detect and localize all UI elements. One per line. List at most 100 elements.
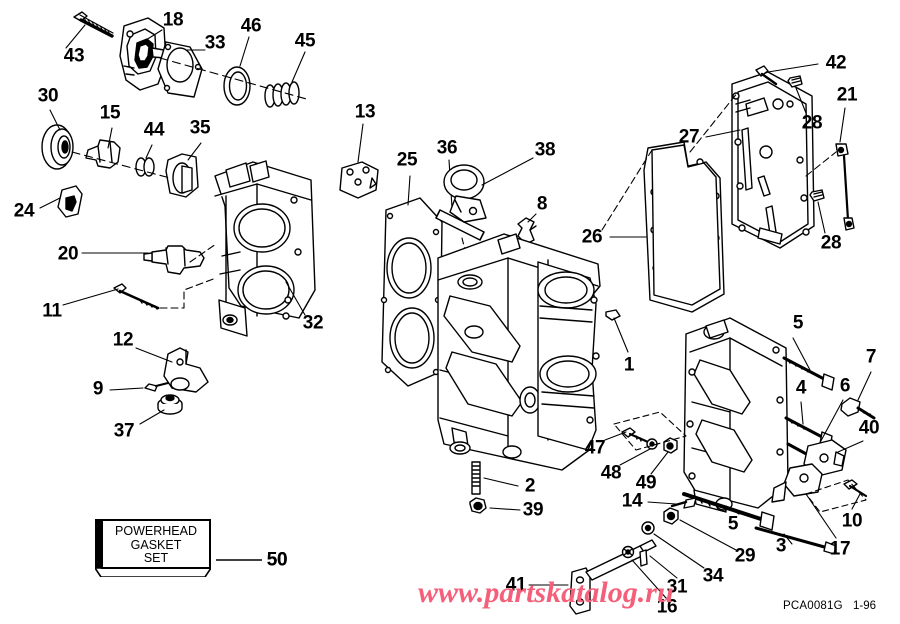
callout-number-34[interactable]: 34 bbox=[702, 565, 724, 587]
callout-number-33[interactable]: 33 bbox=[204, 32, 226, 54]
lower-crankcase bbox=[683, 317, 789, 513]
part-5-bolt-upper bbox=[782, 356, 835, 391]
callout-number-37[interactable]: 37 bbox=[113, 420, 135, 442]
callout-number-40[interactable]: 40 bbox=[858, 417, 880, 439]
callout-number-5[interactable]: 5 bbox=[727, 513, 739, 535]
cylinder-bores bbox=[537, 261, 600, 451]
callout-number-42[interactable]: 42 bbox=[825, 52, 847, 74]
part-27-cover bbox=[731, 71, 815, 249]
part-47-bolt bbox=[621, 427, 650, 444]
part-16-washer bbox=[621, 545, 635, 559]
part-28-grommet-lower bbox=[809, 189, 825, 202]
callout-number-30[interactable]: 30 bbox=[37, 85, 59, 107]
part-39-nut bbox=[469, 497, 487, 514]
callout-number-14[interactable]: 14 bbox=[621, 490, 643, 512]
part-31-bolt bbox=[639, 549, 648, 567]
part-43-bolt bbox=[73, 11, 114, 38]
callout-number-10[interactable]: 10 bbox=[841, 510, 863, 532]
callout-number-25[interactable]: 25 bbox=[396, 149, 418, 171]
callout-number-46[interactable]: 46 bbox=[240, 15, 262, 37]
part-42-bolt bbox=[755, 65, 778, 86]
callout-number-31[interactable]: 31 bbox=[666, 576, 688, 598]
part-33-gasket bbox=[157, 41, 203, 98]
part-30-seal bbox=[41, 124, 74, 170]
callout-number-45[interactable]: 45 bbox=[294, 30, 316, 52]
gasket-box-bottom-face bbox=[95, 568, 211, 577]
part-14-fastener bbox=[670, 497, 697, 509]
gasket-box-line-2: GASKET bbox=[130, 537, 182, 552]
callout-number-38[interactable]: 38 bbox=[534, 139, 556, 161]
part-46-oring bbox=[223, 66, 251, 106]
part-37-grommet bbox=[157, 394, 183, 415]
part-34-washer bbox=[641, 521, 655, 535]
callout-number-9[interactable]: 9 bbox=[92, 378, 104, 400]
callout-number-3[interactable]: 3 bbox=[775, 535, 787, 557]
part-25-head-gasket bbox=[380, 197, 443, 387]
callout-number-47[interactable]: 47 bbox=[584, 437, 606, 459]
part-49-nut bbox=[663, 437, 678, 454]
callout-number-50[interactable]: 50 bbox=[266, 549, 288, 571]
powerhead-gasket-set-box: POWERHEAD GASKET SET bbox=[95, 519, 213, 577]
part-35-cap bbox=[165, 153, 199, 198]
part-29-nut bbox=[663, 507, 679, 525]
part-8-fitting bbox=[517, 217, 537, 245]
callout-number-27[interactable]: 27 bbox=[678, 126, 700, 148]
part-21-link-rod bbox=[835, 143, 855, 231]
callout-number-11[interactable]: 11 bbox=[42, 300, 62, 322]
callout-number-16[interactable]: 16 bbox=[656, 596, 678, 618]
drawing-code: PCA0081G bbox=[783, 600, 843, 612]
callout-number-41[interactable]: 41 bbox=[505, 574, 527, 596]
callout-number-28[interactable]: 28 bbox=[820, 232, 842, 254]
part-36-dowel bbox=[435, 209, 485, 241]
callout-number-13[interactable]: 13 bbox=[354, 101, 376, 123]
callout-number-44[interactable]: 44 bbox=[143, 119, 165, 141]
callout-number-2[interactable]: 2 bbox=[524, 475, 536, 497]
callout-number-5[interactable]: 5 bbox=[792, 312, 804, 334]
part-3-rod bbox=[754, 526, 837, 555]
part-26-gasket bbox=[643, 141, 725, 313]
callout-number-29[interactable]: 29 bbox=[734, 545, 756, 567]
callout-number-43[interactable]: 43 bbox=[63, 45, 85, 67]
callout-number-32[interactable]: 32 bbox=[302, 312, 324, 334]
callout-number-48[interactable]: 48 bbox=[600, 462, 622, 484]
part-45-spring bbox=[264, 81, 300, 108]
part-2-stud bbox=[471, 461, 481, 495]
callout-number-15[interactable]: 15 bbox=[99, 102, 121, 124]
callout-number-49[interactable]: 49 bbox=[635, 472, 657, 494]
part-13-block bbox=[339, 161, 379, 199]
callout-number-8[interactable]: 8 bbox=[536, 193, 548, 215]
callout-number-36[interactable]: 36 bbox=[436, 137, 458, 159]
callout-number-26[interactable]: 26 bbox=[581, 226, 603, 248]
callout-number-12[interactable]: 12 bbox=[112, 329, 134, 351]
part-11-stud bbox=[113, 283, 160, 310]
part-28-grommet-upper bbox=[787, 75, 803, 88]
callout-number-6[interactable]: 6 bbox=[839, 375, 851, 397]
part-7-bolt bbox=[840, 397, 876, 420]
callout-number-28[interactable]: 28 bbox=[801, 112, 823, 134]
part-44-seal bbox=[135, 157, 155, 177]
revision-date: 1-96 bbox=[853, 600, 877, 612]
part-18-bracket bbox=[119, 17, 167, 91]
callout-number-17[interactable]: 17 bbox=[829, 538, 851, 560]
gasket-box-side-face bbox=[95, 519, 102, 569]
part-9-pin bbox=[144, 382, 169, 392]
gasket-box-line-3: SET bbox=[143, 551, 169, 565]
callout-number-1[interactable]: 1 bbox=[623, 354, 635, 376]
callout-number-50[interactable]: 50 bbox=[266, 549, 288, 571]
callout-number-18[interactable]: 18 bbox=[162, 9, 184, 31]
callout-number-39[interactable]: 39 bbox=[522, 499, 544, 521]
callout-number-4[interactable]: 4 bbox=[795, 377, 807, 399]
gasket-box-front-face: POWERHEAD GASKET SET bbox=[101, 519, 211, 569]
part-1-plug bbox=[605, 309, 621, 321]
callout-number-21[interactable]: 21 bbox=[836, 84, 858, 106]
callout-number-7[interactable]: 7 bbox=[865, 346, 877, 368]
callout-number-35[interactable]: 35 bbox=[189, 117, 211, 139]
part-20-sparkplug bbox=[143, 245, 205, 275]
callout-number-20[interactable]: 20 bbox=[57, 243, 79, 265]
part-24-clip bbox=[57, 185, 83, 218]
part-12-lever bbox=[163, 347, 209, 393]
part-32-crankcase bbox=[214, 160, 316, 337]
callout-number-24[interactable]: 24 bbox=[13, 200, 35, 222]
